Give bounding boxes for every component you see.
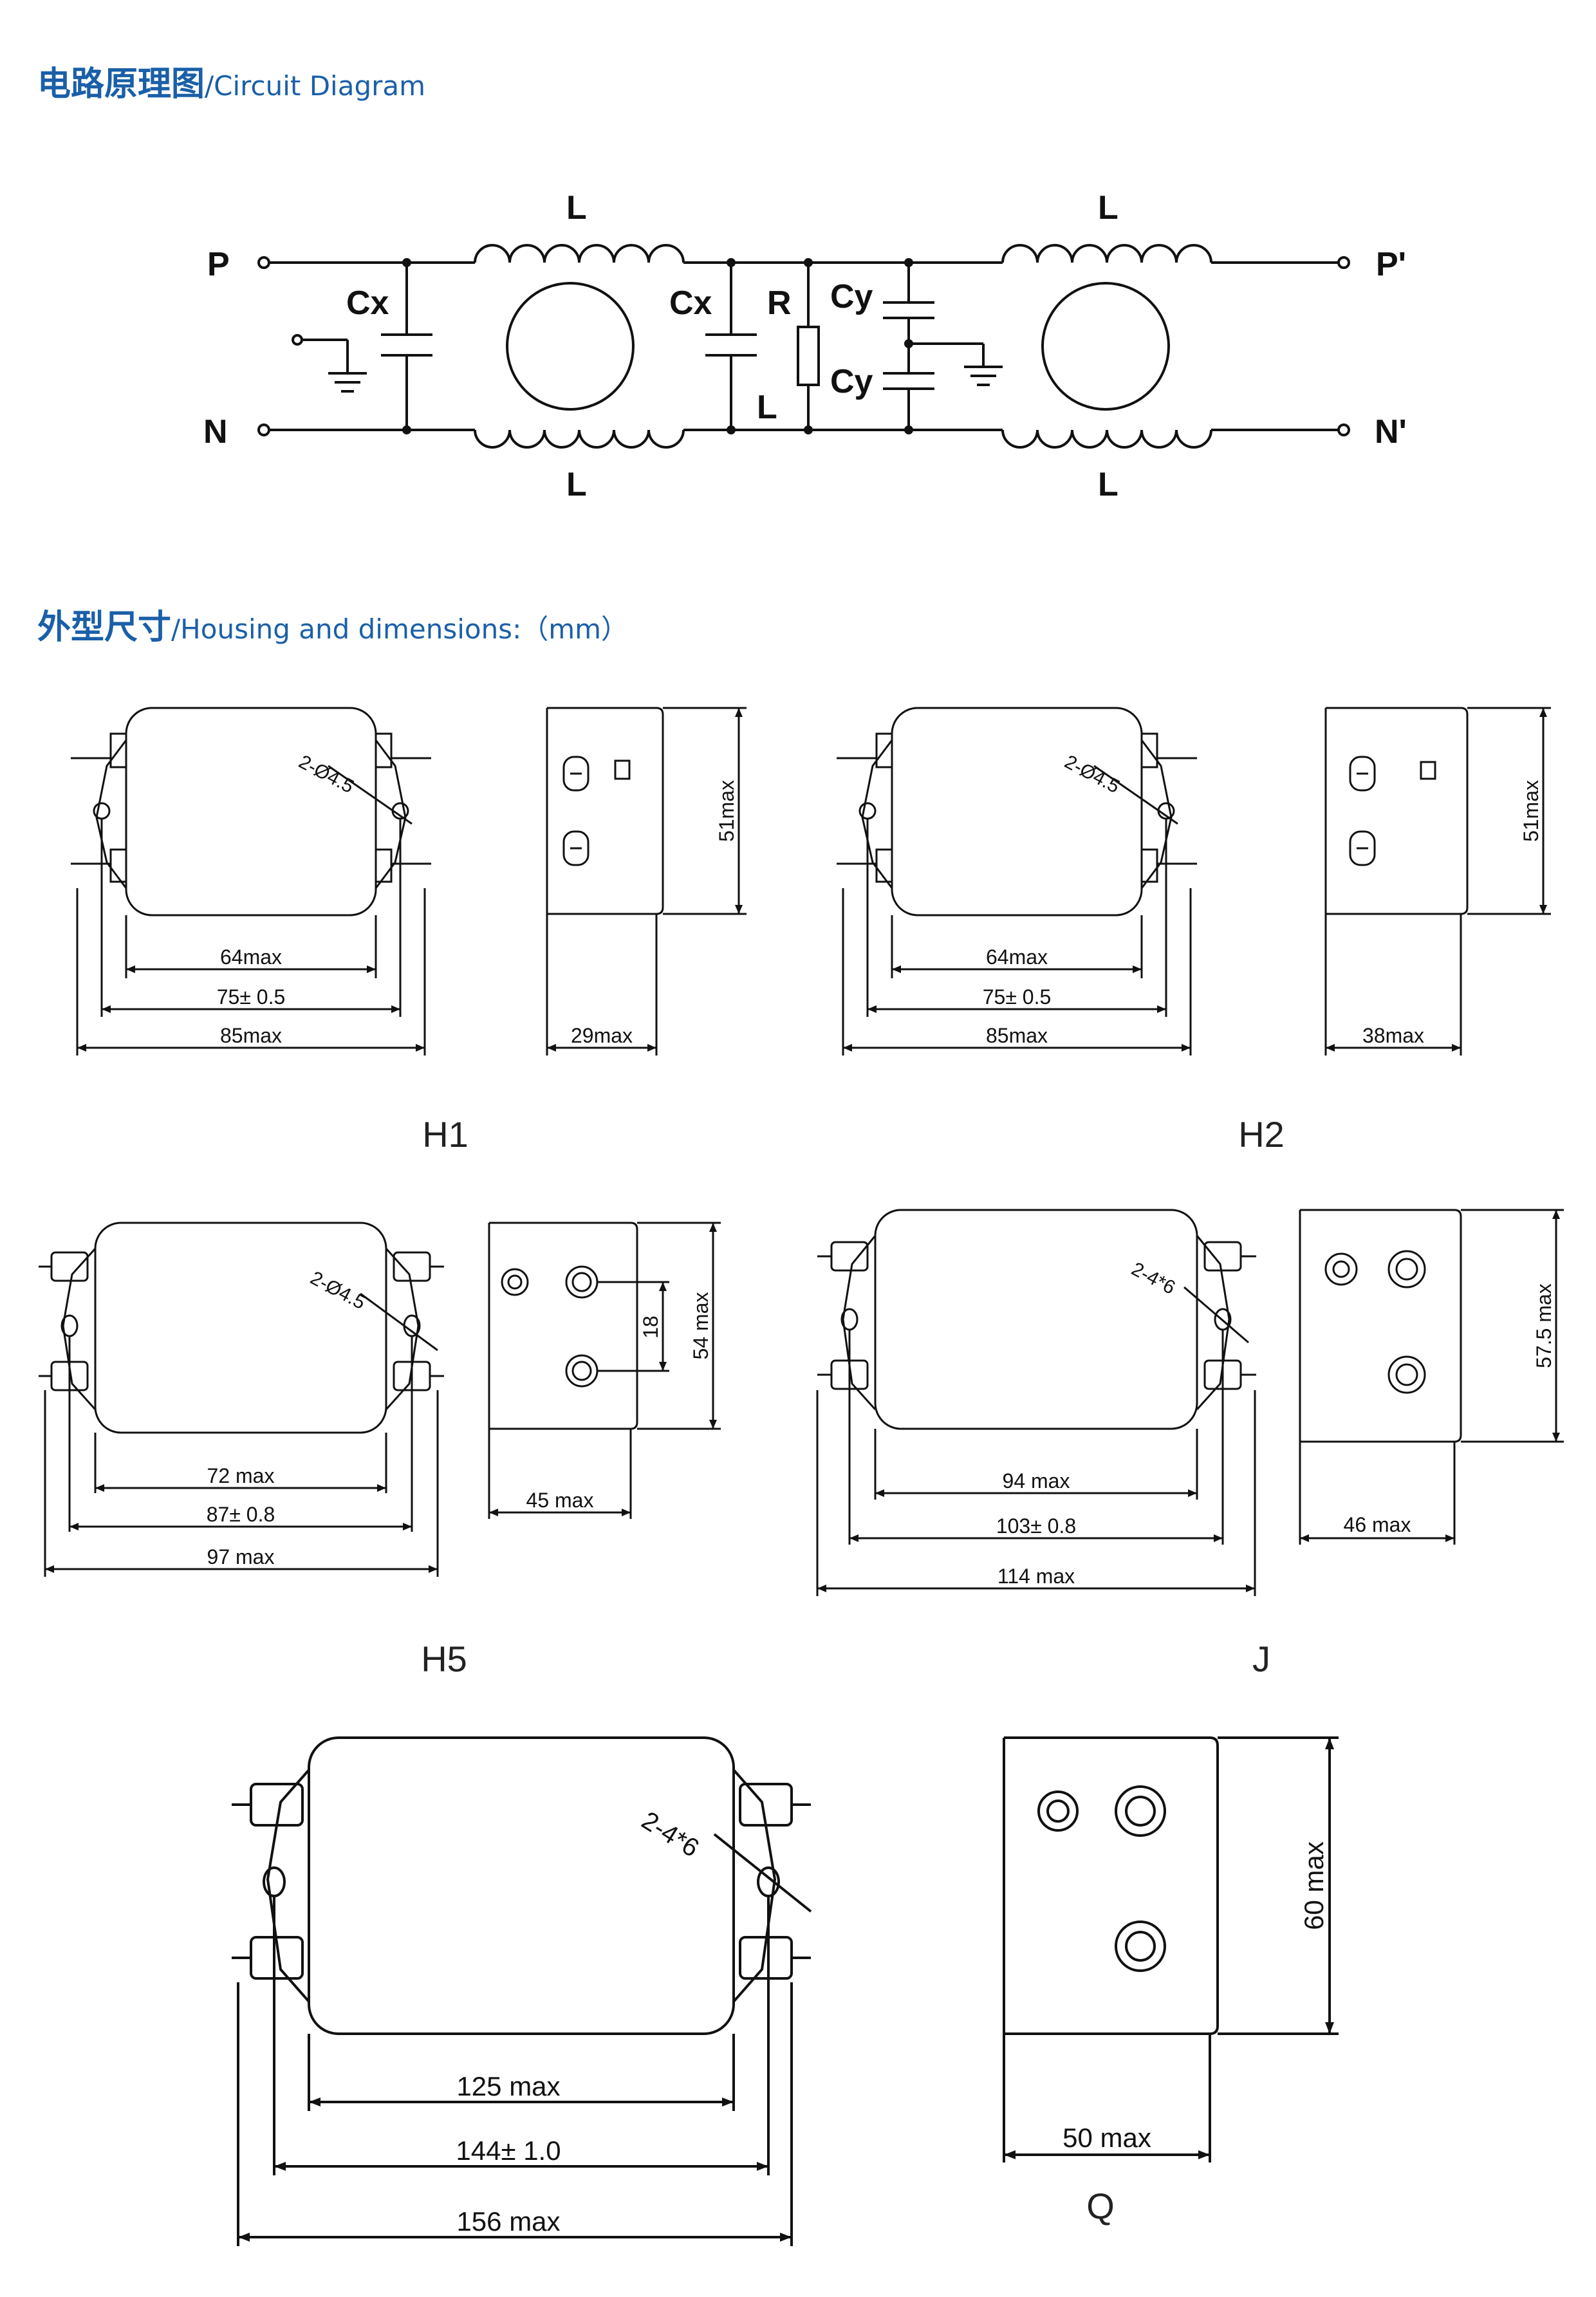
j-w-body: 94 max xyxy=(1003,1469,1070,1493)
h5-front-view: 2-Ø4.5 72 max 87± 0.8 97 max xyxy=(39,1222,444,1577)
cy-1-label: Cy xyxy=(830,278,873,315)
h5-side-view: 18 54 max 45 max xyxy=(488,1222,721,1519)
q-model-label: Q xyxy=(1086,2186,1115,2226)
circuit-title-sep: / xyxy=(205,70,214,102)
h5-w-total: 97 max xyxy=(207,1545,275,1568)
q-w-total: 156 max xyxy=(456,2206,560,2237)
h1-w-total: 85max xyxy=(220,1024,282,1047)
j-side-view: 57.5 max 46 max xyxy=(1299,1209,1564,1545)
housing-title-zh: 外型尺寸 xyxy=(37,608,172,647)
housing-title-en: Housing and dimensions:（mm） xyxy=(180,613,629,645)
h5-height: 54 max xyxy=(689,1292,712,1360)
j-height: 57.5 max xyxy=(1532,1283,1555,1368)
h2-w-body: 64max xyxy=(986,945,1048,969)
h2-w-total: 85max xyxy=(986,1024,1048,1047)
h2-depth: 38max xyxy=(1362,1024,1424,1047)
h2-w-pitch: 75± 0.5 xyxy=(983,985,1052,1009)
j-w-pitch: 103± 0.8 xyxy=(996,1514,1076,1538)
h5-w-body: 72 max xyxy=(207,1464,275,1487)
j-front-view: 2-4*6 94 max 103± 0.8 114 max xyxy=(816,1209,1256,1596)
j-depth: 46 max xyxy=(1344,1513,1411,1536)
q-depth: 50 max xyxy=(1062,2123,1151,2153)
circuit-title-en: Circuit Diagram xyxy=(214,70,426,102)
q-w-pitch: 144± 1.0 xyxy=(456,2135,561,2166)
h2-front-view: 2-Ø4.5 64max 75± 0.5 85max xyxy=(837,707,1197,1056)
h5-w-pitch: 87± 0.8 xyxy=(207,1503,275,1526)
cx-1-label: Cx xyxy=(346,284,389,322)
terminal-n-out: N' xyxy=(1375,413,1407,451)
q-height: 60 max xyxy=(1299,1841,1329,1930)
housing-section-title: 外型尺寸/Housing and dimensions:（mm） xyxy=(37,600,628,648)
circuit-diagram: P N P' N' L L L L Cx Cx R L Cy Cy xyxy=(203,189,1407,503)
h1-model-label: H1 xyxy=(422,1114,469,1155)
cx-2-label: Cx xyxy=(669,284,712,322)
cy-2-label: Cy xyxy=(830,363,873,400)
h5-model-label: H5 xyxy=(421,1639,467,1679)
h1-depth: 29max xyxy=(571,1024,633,1047)
inductor-bot-2-label: L xyxy=(1098,466,1118,503)
inductor-top-2-label: L xyxy=(1098,189,1118,227)
j-w-total: 114 max xyxy=(998,1565,1075,1588)
h2-side-view: 51max 38max xyxy=(1324,707,1551,1056)
inductor-top-1-label: L xyxy=(566,189,587,227)
housing-title-sep: / xyxy=(171,613,181,645)
circuit-section-title: 电路原理图/Circuit Diagram xyxy=(37,57,425,105)
h1-height: 51max xyxy=(715,780,738,842)
terminal-n: N xyxy=(203,413,228,451)
j-model-label: J xyxy=(1252,1639,1270,1679)
r-label: R xyxy=(767,284,792,322)
h2-model-label: H2 xyxy=(1238,1114,1285,1155)
h5-terminal-pitch: 18 xyxy=(639,1316,662,1339)
h1-w-body: 64max xyxy=(220,945,282,969)
h5-depth: 45 max xyxy=(526,1489,594,1512)
inductor-bot-1-label: L xyxy=(566,466,587,503)
h2-height: 51max xyxy=(1519,780,1543,842)
q-w-body: 125 max xyxy=(456,2071,560,2101)
terminal-p: P xyxy=(207,246,230,283)
q-front-view: 2-4*6 125 max 144± 1.0 156 max xyxy=(232,1736,812,2246)
l-mid-label: L xyxy=(757,389,777,426)
q-side-view: 60 max 50 max xyxy=(1003,1736,1339,2162)
h1-side-view: 51max 29max xyxy=(546,707,747,1056)
h1-w-pitch: 75± 0.5 xyxy=(217,985,286,1009)
h1-front-view: 2-Ø4.5 64max 75± 0.5 85max xyxy=(71,707,431,1056)
terminal-p-out: P' xyxy=(1376,246,1406,283)
circuit-title-zh: 电路原理图 xyxy=(37,65,205,104)
